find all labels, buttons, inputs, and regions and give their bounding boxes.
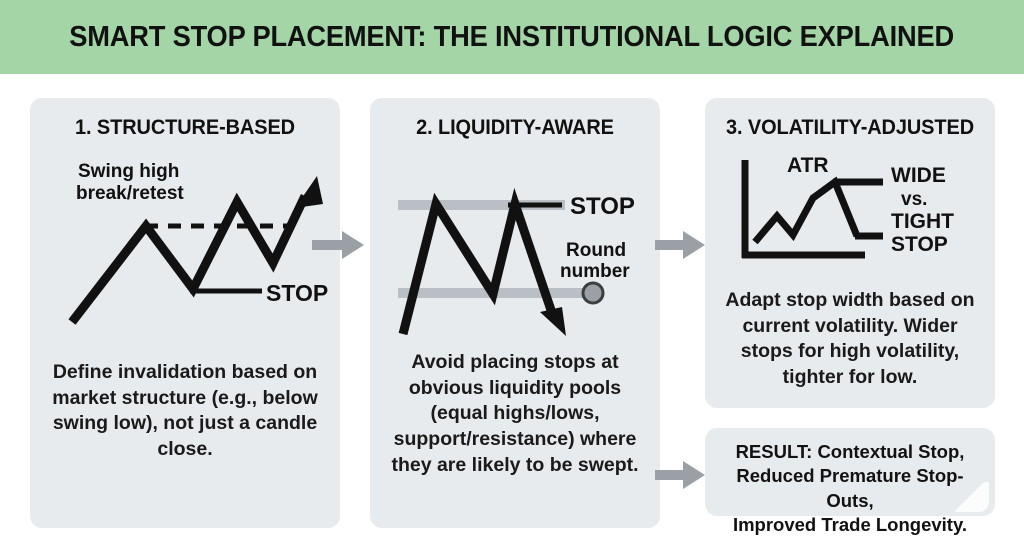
result-line-1: RESULT: Contextual Stop,	[735, 441, 965, 462]
result-box: RESULT: Contextual Stop, Reduced Prematu…	[705, 428, 995, 535]
result-line-3: Improved Trade Longevity.	[732, 514, 968, 536]
swing-high-label-line2: break/retest	[76, 183, 184, 204]
tight-label: TIGHT	[891, 210, 954, 233]
panel-3-stop-label: STOP	[891, 233, 948, 256]
panel-2-stop-label: STOP	[570, 193, 635, 220]
down-arrow-head-icon	[540, 307, 566, 336]
panel-3-body-text: Adapt stop width based on current volati…	[725, 289, 975, 389]
panel-2-figure: STOP Round number	[370, 176, 660, 341]
vs-label: vs.	[901, 189, 927, 210]
atr-series-label: ATR	[787, 154, 829, 177]
liquidity-aware-chart: STOP Round number	[398, 187, 635, 336]
panel-1-stop-label: STOP	[266, 280, 328, 306]
round-number-label-line2: number	[560, 261, 630, 282]
round-number-label-line1: Round	[566, 240, 626, 261]
panel-3-title: 3. VOLATILITY-ADJUSTED	[725, 116, 975, 139]
panel-volatility-adjusted: 3. VOLATILITY-ADJUSTED ATR WIDE vs. TIGH…	[705, 98, 995, 408]
up-arrow-head-fill-icon	[302, 188, 320, 200]
result-text: RESULT: Contextual Stop, Reduced Prematu…	[705, 440, 995, 538]
header-band: SMART STOP PLACEMENT: THE INSTITUTIONAL …	[0, 0, 1024, 74]
structure-based-chart: Swing high break/retest STOP	[68, 161, 328, 325]
price-zigzag-path	[68, 192, 310, 325]
panel-2-body-text: Avoid placing stops at obvious liquidity…	[391, 351, 639, 476]
panel-3-figure: ATR WIDE vs. TIGHT STOP	[705, 150, 995, 275]
panel-liquidity-aware: 2. LIQUIDITY-AWARE STOP Round number	[370, 98, 660, 528]
arrow-panel1-to-panel2	[312, 228, 370, 262]
page-title: SMART STOP PLACEMENT: THE INSTITUTIONAL …	[69, 20, 955, 53]
right-arrow-icon	[655, 231, 705, 259]
swing-high-label-line1: Swing high	[78, 161, 179, 182]
panel-structure-based: 1. STRUCTURE-BASED Swing high break/rete…	[30, 98, 340, 528]
panel-1-title: 1. STRUCTURE-BASED	[75, 116, 295, 139]
result-line-2: Reduced Premature Stop-Outs,	[736, 465, 964, 511]
arrow-panel2-to-panel3	[655, 228, 711, 262]
double-top-path	[398, 187, 557, 336]
wide-label: WIDE	[891, 164, 946, 187]
panel-1-body-text: Define invalidation based on market stru…	[52, 361, 318, 461]
right-arrow-icon	[312, 231, 364, 259]
panel-2-title: 2. LIQUIDITY-AWARE	[416, 116, 614, 139]
arrow-to-result	[655, 458, 711, 492]
atr-series-path	[752, 176, 861, 245]
atr-chart: ATR WIDE vs. TIGHT STOP	[741, 154, 954, 259]
round-number-dot-icon	[581, 281, 605, 305]
right-arrow-icon	[655, 461, 705, 489]
panel-1-figure: Swing high break/retest STOP	[30, 150, 340, 340]
